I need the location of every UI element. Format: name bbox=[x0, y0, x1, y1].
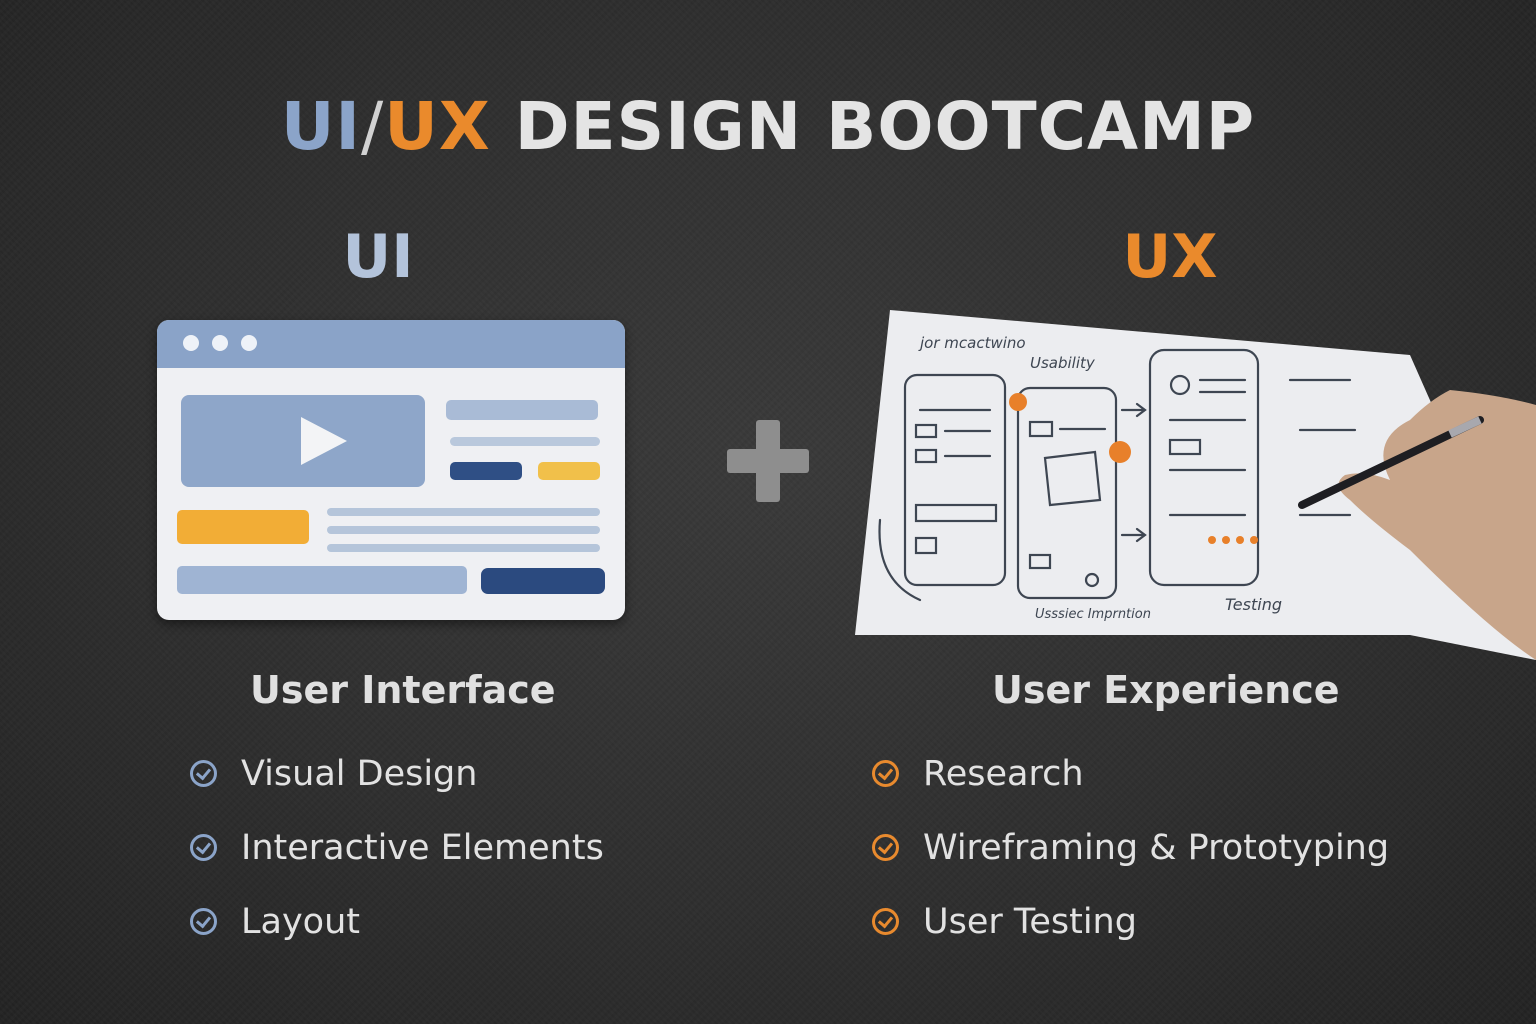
title-rest: DESIGN BOOTCAMP bbox=[490, 88, 1256, 165]
check-circle-icon bbox=[872, 834, 899, 861]
ui-subtitle: User Interface bbox=[250, 668, 556, 712]
list-item-label: Interactive Elements bbox=[241, 828, 604, 868]
check-circle-icon bbox=[190, 908, 217, 935]
orange-marker-icon bbox=[1009, 393, 1027, 411]
browser-window-illustration bbox=[157, 320, 625, 620]
window-dot-icon bbox=[212, 335, 228, 351]
check-circle-icon bbox=[190, 760, 217, 787]
list-item-label: Research bbox=[923, 754, 1084, 794]
title-slash: / bbox=[360, 88, 385, 165]
list-item: Interactive Elements bbox=[190, 826, 604, 900]
highlight-block-placeholder bbox=[177, 510, 309, 544]
ux-skill-list: Research Wireframing & Prototyping User … bbox=[872, 752, 1389, 974]
orange-marker-icon bbox=[1109, 441, 1131, 463]
list-item: Wireframing & Prototyping bbox=[872, 826, 1389, 900]
button-placeholder bbox=[538, 462, 600, 480]
text-line-placeholder bbox=[327, 508, 600, 516]
list-item: Research bbox=[872, 752, 1389, 826]
plus-icon bbox=[727, 420, 809, 502]
title-ui: UI bbox=[280, 88, 361, 165]
list-item-label: User Testing bbox=[923, 902, 1137, 942]
list-item-label: Layout bbox=[241, 902, 360, 942]
page-title: UI/UX DESIGN BOOTCAMP bbox=[0, 88, 1536, 165]
button-placeholder bbox=[450, 462, 522, 480]
text-line-placeholder bbox=[446, 400, 598, 420]
list-item-label: Wireframing & Prototyping bbox=[923, 828, 1390, 868]
video-placeholder bbox=[181, 395, 425, 487]
check-circle-icon bbox=[190, 834, 217, 861]
hand-holding-pen bbox=[1298, 390, 1536, 660]
text-line-placeholder bbox=[450, 437, 600, 446]
check-circle-icon bbox=[872, 908, 899, 935]
ui-heading: UI bbox=[342, 222, 414, 292]
text-line-placeholder bbox=[327, 526, 600, 534]
title-ux: UX bbox=[384, 88, 491, 165]
bar-placeholder bbox=[177, 566, 467, 594]
window-dot-icon bbox=[241, 335, 257, 351]
list-item-label: Visual Design bbox=[241, 754, 478, 794]
svg-text:jor mcactwino: jor mcactwino bbox=[918, 334, 1026, 352]
check-circle-icon bbox=[872, 760, 899, 787]
list-item: Visual Design bbox=[190, 752, 604, 826]
ui-skill-list: Visual Design Interactive Elements Layou… bbox=[190, 752, 604, 974]
ux-subtitle: User Experience bbox=[992, 668, 1340, 712]
play-icon bbox=[301, 417, 347, 465]
wireframe-sketch-illustration: jor mcactwino Usability Testing Usssiec … bbox=[855, 310, 1536, 660]
text-line-placeholder bbox=[327, 544, 600, 552]
window-dot-icon bbox=[183, 335, 199, 351]
sketch-note-testing: Testing bbox=[1225, 595, 1282, 614]
list-item: User Testing bbox=[872, 900, 1389, 974]
sketch-note-usability: Usability bbox=[1030, 354, 1096, 372]
rating-stars-icon bbox=[1208, 536, 1258, 544]
button-placeholder bbox=[481, 568, 605, 594]
svg-text:Usssiec Imprntion: Usssiec Imprntion bbox=[1035, 607, 1151, 622]
ux-heading: UX bbox=[1122, 222, 1218, 292]
list-item: Layout bbox=[190, 900, 604, 974]
browser-title-bar bbox=[157, 320, 625, 368]
